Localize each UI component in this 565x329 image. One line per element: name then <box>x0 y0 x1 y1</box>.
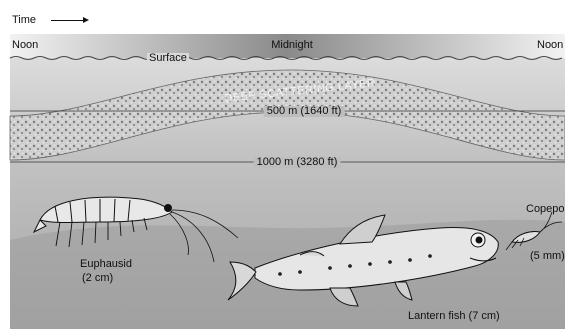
time-label: Time <box>12 15 36 26</box>
midnight-label: Midnight <box>271 40 313 51</box>
time-arrow-icon <box>51 20 87 21</box>
copepod-size-label: (5 mm) <box>530 251 565 262</box>
euphausid-size-label: (2 cm) <box>82 273 113 284</box>
depth-1000-label: 1000 m (3280 ft) <box>254 157 341 168</box>
noon-left-label: Noon <box>12 40 38 51</box>
depth-500-label: 500 m (1640 ft) <box>264 106 345 117</box>
copepod-label: Copepod <box>526 204 565 215</box>
surface-label: Surface <box>147 53 189 64</box>
noon-right-label: Noon <box>537 40 563 51</box>
euphausid-label: Euphausid <box>80 259 132 270</box>
lantern-fish-label: Lantern fish (7 cm) <box>408 311 500 322</box>
